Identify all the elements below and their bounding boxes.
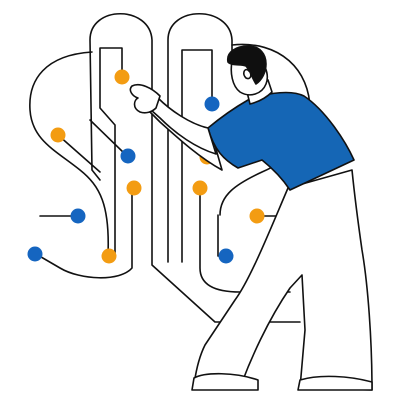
person-hair xyxy=(226,45,267,85)
person-right-shoe xyxy=(297,375,373,391)
person-icon xyxy=(129,45,373,391)
circuit-nodes xyxy=(27,69,265,264)
node-blue xyxy=(218,248,234,264)
trace-outer-arch xyxy=(89,12,301,323)
node-orange xyxy=(126,180,142,196)
trace-blue-128 xyxy=(89,119,126,155)
trace-inner-arch xyxy=(99,47,123,256)
node-orange xyxy=(50,127,66,143)
trace-middle-arch xyxy=(167,12,233,263)
person-hand xyxy=(129,83,161,114)
node-blue xyxy=(70,208,86,224)
trace-left-orange xyxy=(57,134,101,173)
trace-inner-middle xyxy=(181,49,213,263)
node-orange xyxy=(249,208,265,224)
node-blue xyxy=(120,148,136,164)
node-blue xyxy=(204,96,220,112)
node-orange xyxy=(192,180,208,196)
node-orange xyxy=(114,69,130,85)
person-pants xyxy=(193,169,373,391)
trace-lower-left xyxy=(35,189,133,279)
person-ear xyxy=(243,68,252,80)
node-orange xyxy=(101,248,117,264)
person-left-shoe xyxy=(191,372,259,391)
node-blue xyxy=(27,246,43,262)
trace-left-loop xyxy=(29,51,110,256)
